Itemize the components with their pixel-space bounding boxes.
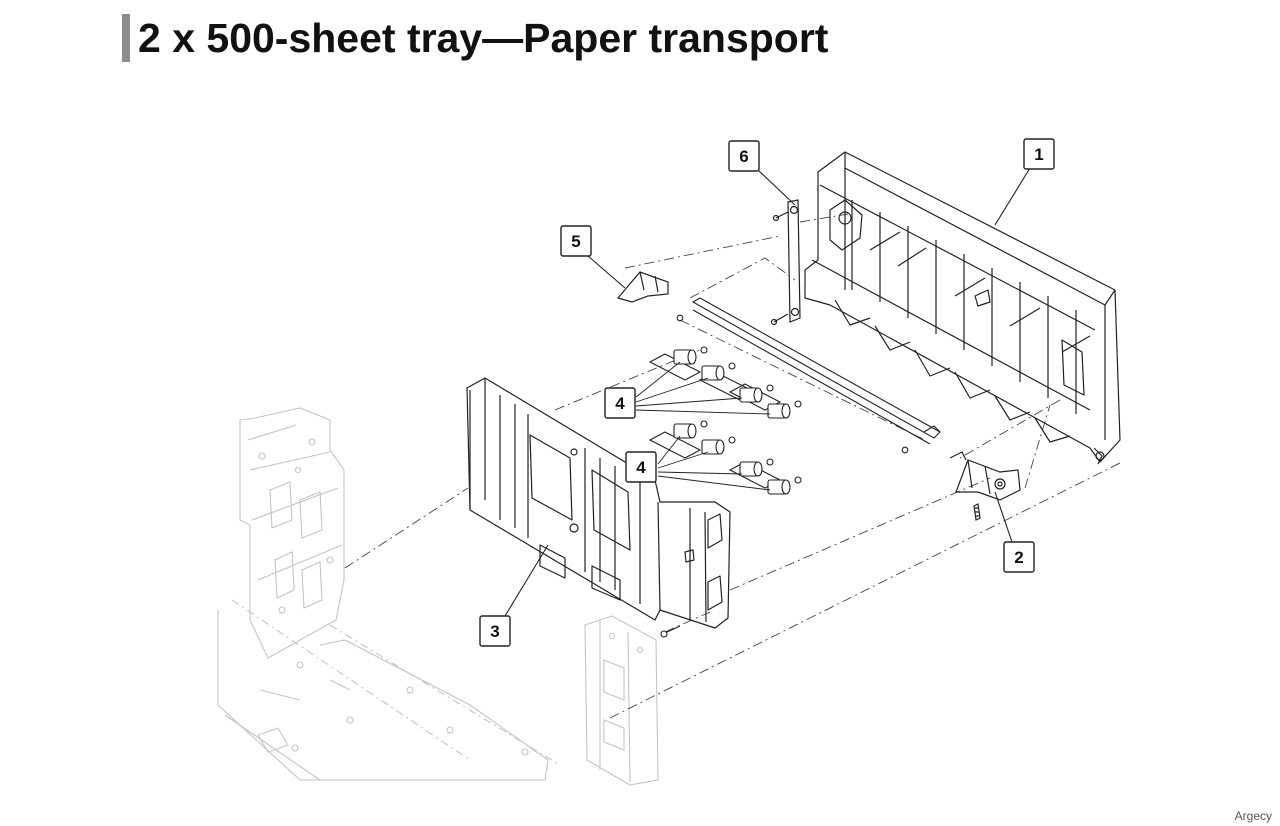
callout-leaders <box>504 167 1031 617</box>
part-2-right-bracket <box>949 451 1021 521</box>
callout-6: 6 <box>728 140 760 172</box>
svg-text:4: 4 <box>636 458 646 477</box>
part-4-rollers-upper <box>648 346 802 419</box>
title-accent-bar <box>122 14 130 62</box>
part-6-link-bar <box>770 199 801 326</box>
part-3-front-cover <box>466 377 731 629</box>
svg-text:4: 4 <box>615 394 625 413</box>
part-1-rear-frame <box>804 151 1121 465</box>
svg-text:5: 5 <box>571 232 580 251</box>
svg-text:1: 1 <box>1034 145 1043 164</box>
part-4-rollers-lower <box>648 420 802 495</box>
assembly-leader-lines <box>344 213 1123 719</box>
svg-text:2: 2 <box>1014 548 1023 567</box>
ghost-printer-frame <box>217 407 659 786</box>
page-title: 2 x 500-sheet tray—Paper transport <box>138 15 829 61</box>
callout-4-upper: 4 <box>604 387 636 419</box>
footer-brand: Argecy <box>1234 809 1272 823</box>
svg-text:3: 3 <box>490 622 499 641</box>
part-5-left-bracket <box>616 271 669 303</box>
callout-4-lower: 4 <box>625 451 657 483</box>
transport-shaft <box>676 297 941 454</box>
screw-front <box>660 625 681 638</box>
callout-4-leaders <box>635 361 771 491</box>
callout-5: 5 <box>560 225 592 257</box>
callout-1: 1 <box>1023 138 1055 170</box>
callout-3: 3 <box>479 615 511 647</box>
callout-2: 2 <box>1003 541 1035 573</box>
svg-text:6: 6 <box>739 147 748 166</box>
